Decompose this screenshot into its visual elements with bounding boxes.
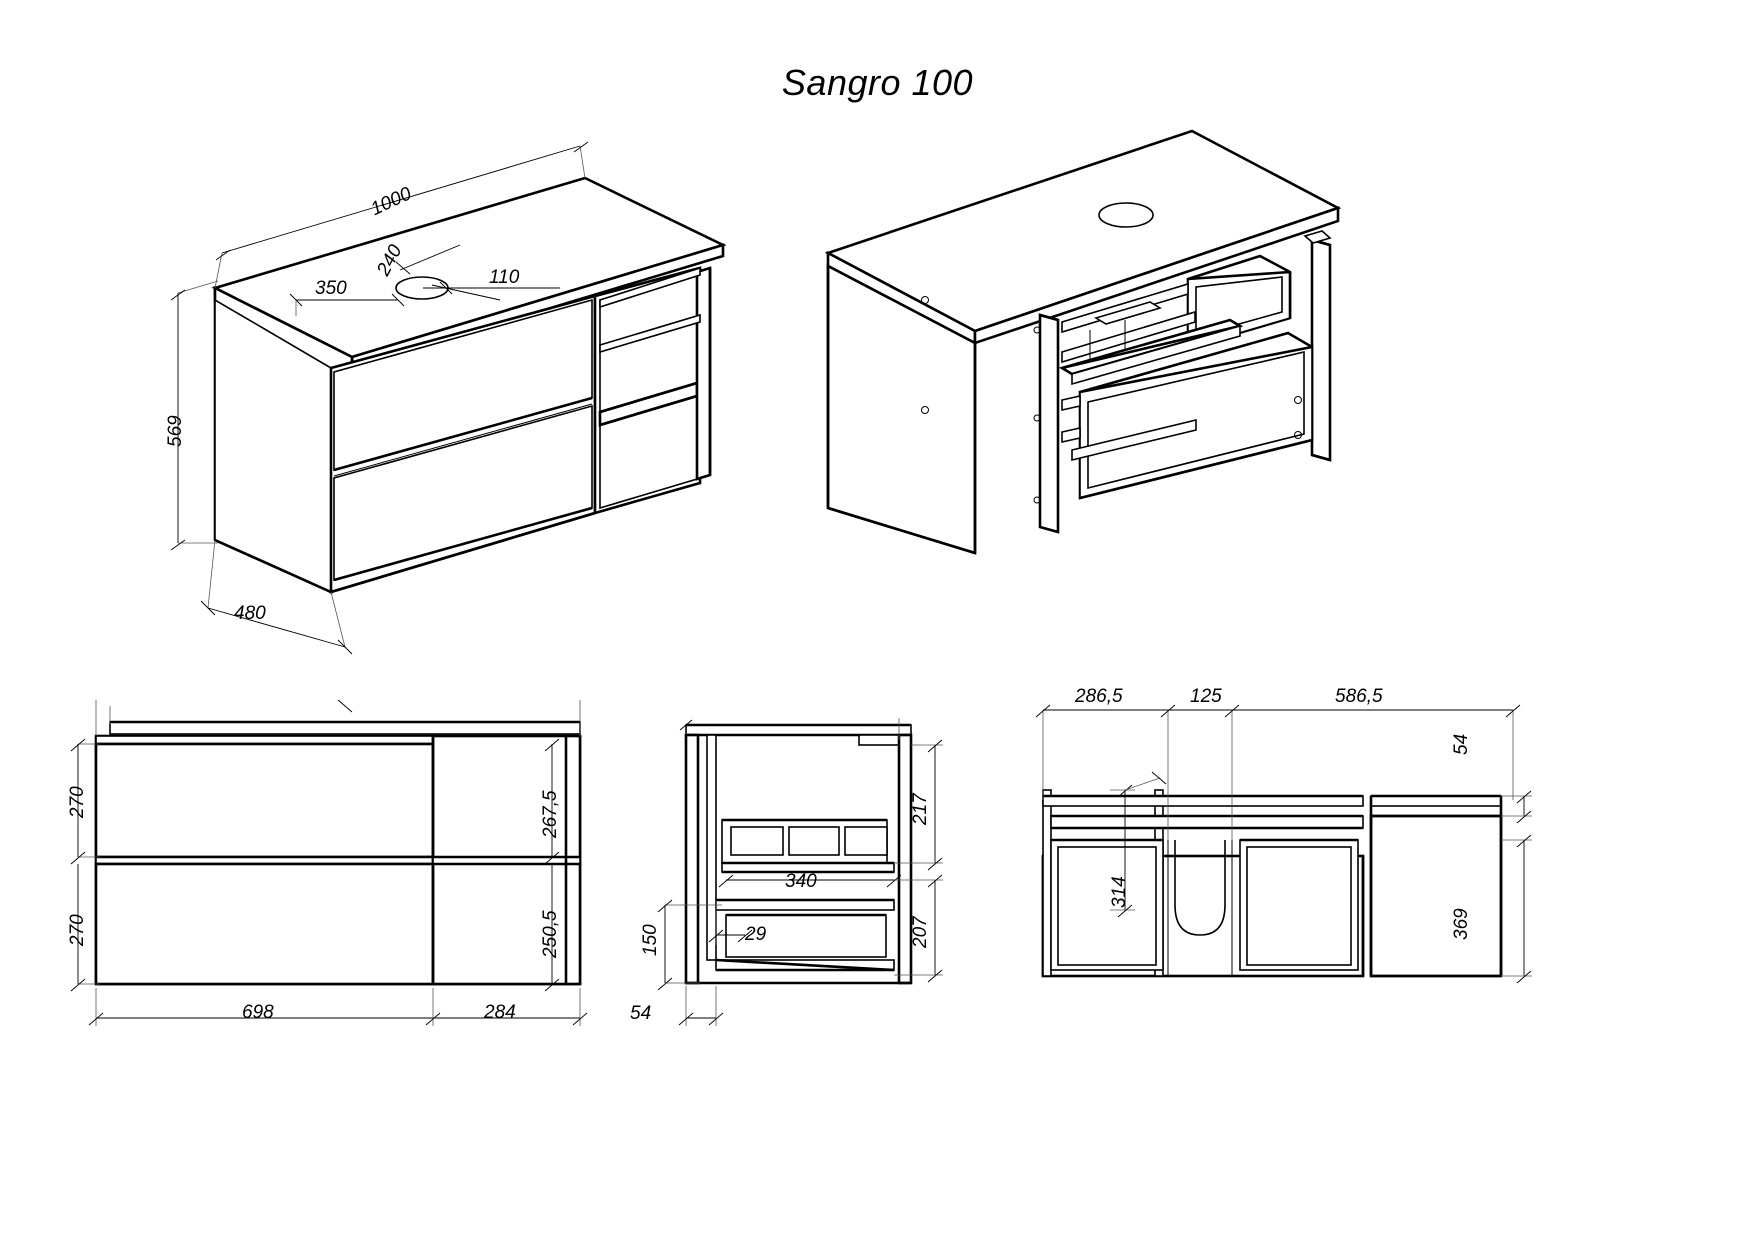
dim-label-lower-box-height: 207	[910, 916, 931, 948]
dim-label-drawer-block-width: 698	[242, 1002, 274, 1023]
dim-label-lower-box-depth-offset: 150	[640, 924, 661, 956]
front-elevation-view	[70, 699, 588, 1026]
dim-label-top-panel-thickness: 54	[630, 1003, 652, 1024]
dim-label-upper-drawer-height: 270	[67, 786, 88, 818]
dim-label-left-compartment-width: 286,5	[1075, 686, 1123, 707]
dim-label-upper-box-depth: 340	[785, 871, 817, 892]
dim-label-drawer-internal-depth: 314	[1109, 876, 1130, 908]
dim-label-overall-depth: 480	[234, 603, 266, 624]
dim-label-overall-height: 569	[165, 415, 186, 447]
dim-label-upper-box-height: 217	[910, 793, 931, 825]
dim-label-basin-diameter: 110	[489, 267, 520, 288]
dim-label-back-rail-depth: 54	[1451, 733, 1472, 755]
iso-right-view	[824, 129, 1342, 555]
dim-label-siphon-cutout-width: 125	[1190, 686, 1222, 707]
iso-left-view	[170, 141, 727, 655]
dim-label-right-compartment-width: 586,5	[1335, 686, 1383, 707]
dim-label-open-shelf-width: 284	[484, 1002, 516, 1023]
dim-label-upper-shelf-height: 267,5	[540, 790, 561, 838]
dim-label-basin-offset-left: 350	[315, 278, 347, 299]
dim-label-lower-drawer-height: 270	[67, 914, 88, 946]
side-section-view	[657, 718, 943, 1026]
page-title: Sangro 100	[781, 62, 974, 103]
dim-label-lower-shelf-height: 250,5	[540, 910, 561, 958]
plan-view	[1035, 704, 1532, 984]
dim-label-drawer-front-offset: 29	[745, 924, 767, 945]
dim-label-side-panel-depth: 369	[1451, 908, 1472, 940]
